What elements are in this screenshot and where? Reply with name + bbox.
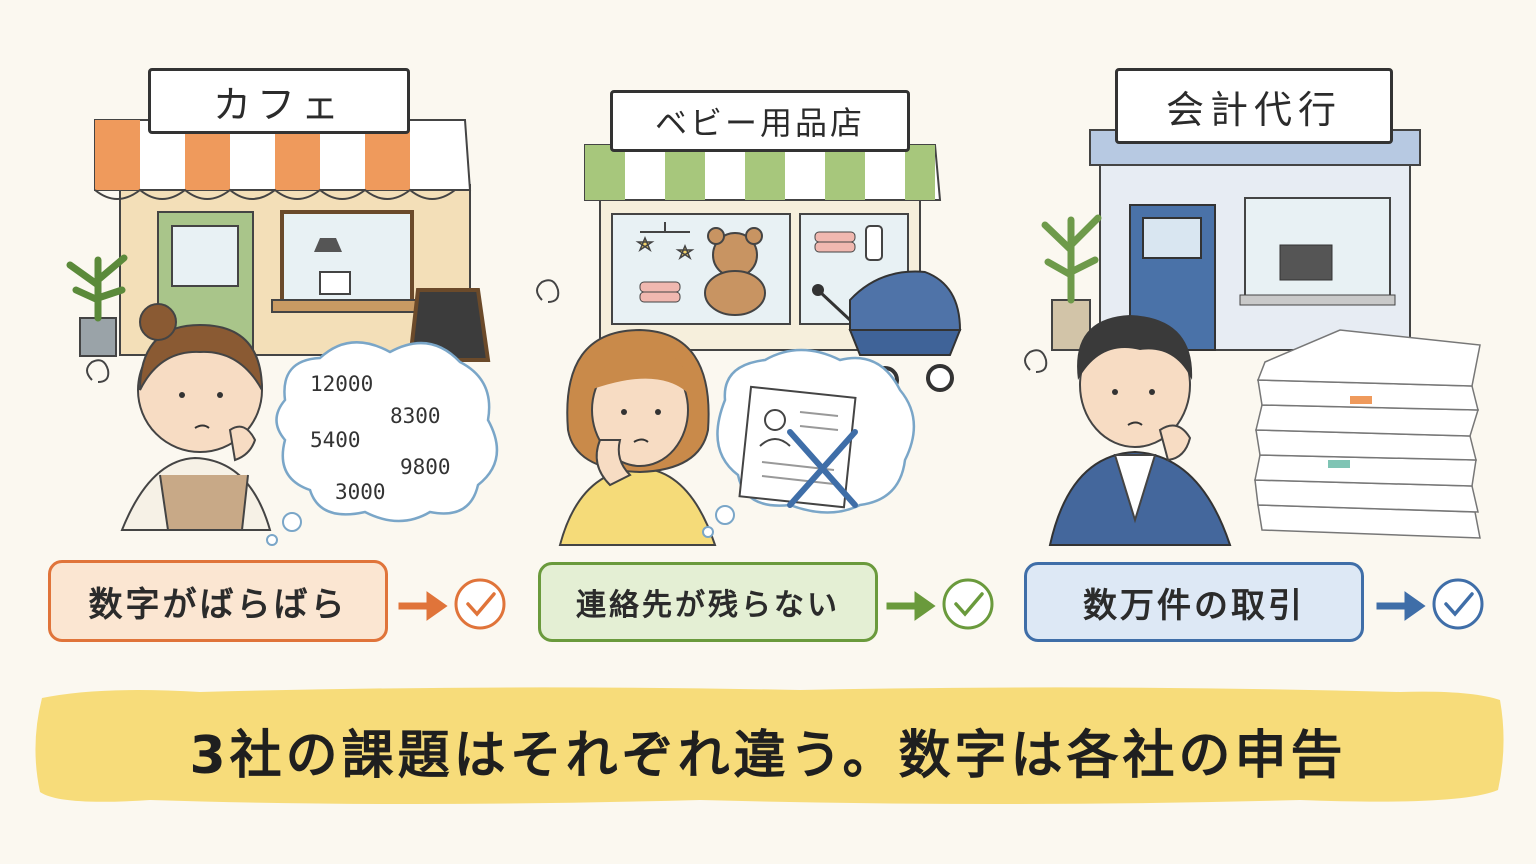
problem-label-baby: 連絡先が残らない (538, 562, 878, 642)
accounting-office (1024, 129, 1481, 546)
check-icon (454, 578, 506, 630)
shop-sign-baby: ベビー用品店 (610, 90, 910, 152)
cafe-number: 5400 (310, 428, 361, 452)
check-icon (942, 578, 994, 630)
arrow-icon (398, 591, 448, 621)
cafe-number: 12000 (310, 372, 374, 396)
banner-background (35, 687, 1504, 804)
cafe-number: 9800 (400, 455, 451, 479)
banner-caption: 3社の課題はそれぞれ違う。数字は各社の申告 (189, 725, 1347, 786)
check-icon (1432, 578, 1484, 630)
cafe-shop (66, 119, 499, 546)
cafe-number: 8300 (390, 404, 441, 428)
problem-label-accounting: 数万件の取引 (1024, 562, 1364, 642)
cafe-number: 3000 (335, 480, 386, 504)
baby-shop (536, 144, 962, 546)
arrow-icon (886, 591, 936, 621)
shop-sign-accounting: 会計代行 (1115, 68, 1393, 144)
arrow-icon (1376, 591, 1426, 621)
problem-label-cafe: 数字がばらばら (48, 560, 388, 642)
shop-sign-cafe: カフェ (148, 68, 410, 134)
